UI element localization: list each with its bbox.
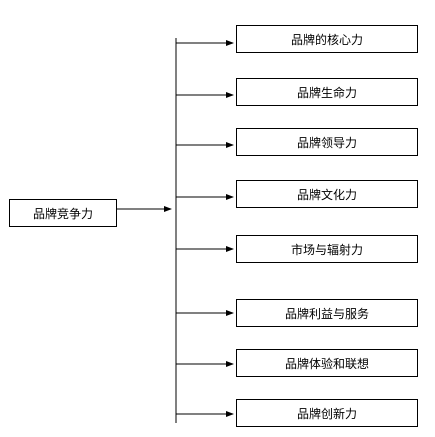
- branch-node-1: 品牌的核心力: [236, 25, 418, 53]
- branch-node-7: 品牌体验和联想: [236, 349, 418, 377]
- root-node: 品牌竞争力: [9, 199, 117, 227]
- branch-node-4: 品牌文化力: [236, 180, 418, 208]
- branch-node-3: 品牌领导力: [236, 128, 418, 156]
- branch-node-5: 市场与辐射力: [236, 235, 418, 263]
- branch-node-8: 品牌创新力: [236, 399, 418, 427]
- branch-node-2: 品牌生命力: [236, 78, 418, 106]
- branch-node-6: 品牌利益与服务: [236, 299, 418, 327]
